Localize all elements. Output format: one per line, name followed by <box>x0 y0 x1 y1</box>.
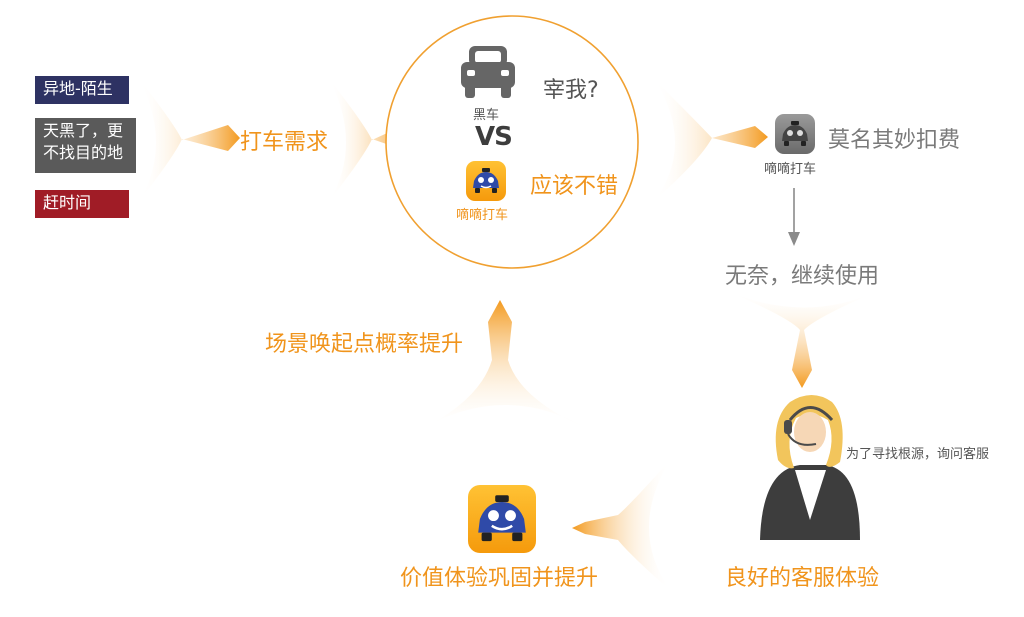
customer-service-agent-icon <box>760 395 860 540</box>
black-car-question: 宰我? <box>543 78 599 103</box>
service-experience: 良好的客服体验 <box>725 566 880 591</box>
user-tag-in-a-hurry: 赶时间 <box>35 190 129 218</box>
arrow-scene-to-circle <box>420 300 590 430</box>
comparison-circle <box>385 15 639 269</box>
taxi-car-icon-large <box>478 495 526 542</box>
service-reason: 为了寻找根源，询问客服 <box>846 447 990 462</box>
user-tag-dark-night: 天黑了，更 不找目的地 <box>35 118 136 173</box>
black-car-icon <box>461 46 515 98</box>
scene-boost-label: 场景唤起点概率提升 <box>265 332 464 357</box>
vs-label: VS <box>475 122 513 152</box>
arrow-circle-to-outcome <box>655 80 768 200</box>
result-label: 价值体验巩固并提升 <box>400 566 599 591</box>
arrow-tags-to-demand <box>140 80 240 200</box>
arrow-demand-to-circle <box>330 80 408 200</box>
didi-app-icon-small <box>466 161 506 201</box>
arrow-service-to-result <box>572 460 670 590</box>
arrow-continue-to-service <box>725 290 880 388</box>
user-tag-unfamiliar-place: 异地-陌生 <box>35 76 129 104</box>
didi-label-circle: 嘀嘀打车 <box>456 208 509 223</box>
demand-label: 打车需求 <box>240 130 329 155</box>
taxi-car-icon <box>473 168 499 193</box>
gray-down-arrow-head <box>788 232 800 246</box>
didi-verdict: 应该不错 <box>530 174 619 199</box>
taxi-car-icon-gray <box>782 121 808 146</box>
continue-label: 无奈，继续使用 <box>725 264 880 289</box>
black-car-label: 黑车 <box>473 108 500 123</box>
didi-label-outcome: 嘀嘀打车 <box>764 162 817 177</box>
didi-app-icon-gray <box>775 114 815 154</box>
problem-label: 莫名其妙扣费 <box>828 128 961 153</box>
didi-app-icon-large <box>468 485 536 553</box>
